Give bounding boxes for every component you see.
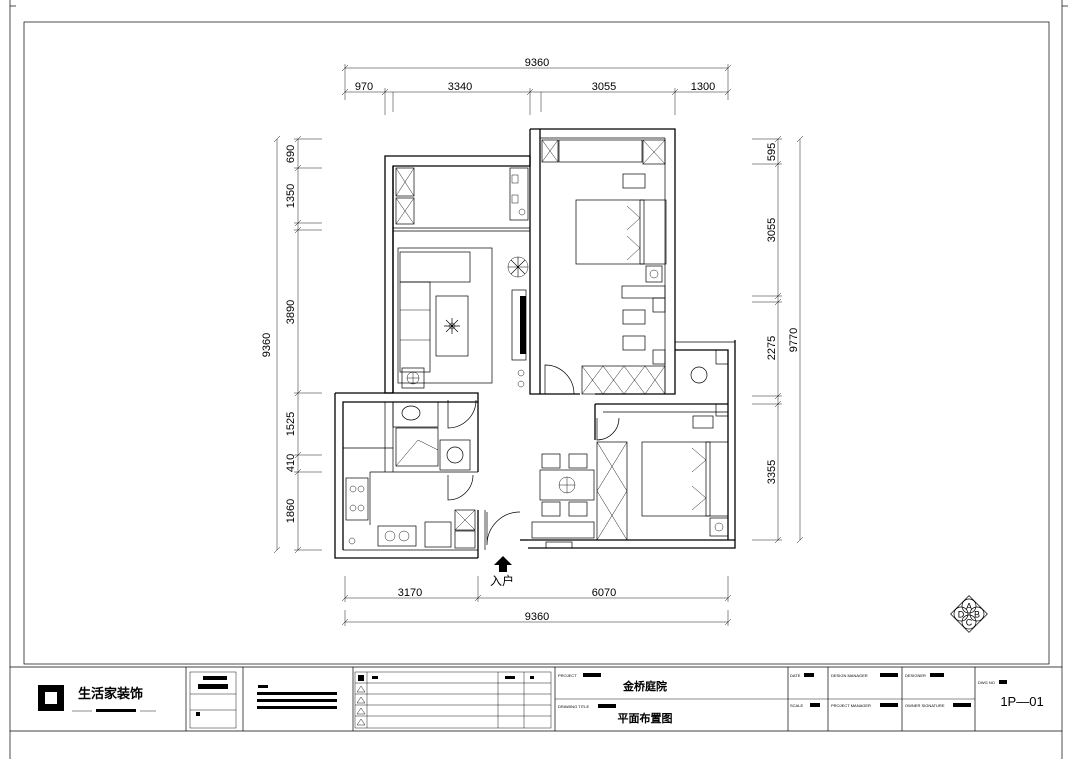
dim-right-total: 9770	[788, 328, 800, 352]
snowflake-icon	[444, 318, 460, 334]
entrance-marker: 入户	[490, 556, 514, 588]
bottom-dimensions: 3170 6070 9360	[341, 576, 732, 626]
small-room-fixtures	[690, 349, 729, 384]
compass-d: D	[958, 610, 965, 620]
section-marker-icon: A B C D	[950, 595, 988, 633]
dim-left-total: 9360	[261, 333, 273, 357]
revision-table	[354, 671, 552, 729]
label-project: PROJECT	[558, 673, 577, 678]
dim-top-3055: 3055	[592, 81, 616, 93]
dim-top-3340: 3340	[448, 81, 472, 93]
compass-c: C	[966, 618, 973, 628]
dim-left-410: 410	[285, 454, 297, 472]
label-drawing-title: DRAWING TITLE	[558, 704, 589, 709]
redacted-notes	[257, 685, 337, 709]
entrance-arrow-icon	[494, 556, 512, 572]
entrance-label: 入户	[490, 573, 514, 588]
dim-bottom-6070: 6070	[592, 587, 616, 599]
dim-bottom-3170: 3170	[398, 587, 422, 599]
dim-right-2275: 2275	[766, 336, 778, 360]
dim-right-3355: 3355	[766, 460, 778, 484]
dim-left-1525: 1525	[285, 412, 297, 436]
company-name: 生活家装饰	[78, 686, 143, 702]
dim-right-595: 595	[766, 143, 778, 161]
left-dimensions: 9360 690 1350 3890 1525 410 1860	[261, 135, 322, 554]
compass-b: B	[974, 610, 980, 620]
second-bedroom-furniture	[596, 403, 729, 541]
label-date: DATE	[790, 673, 801, 678]
balcony-fixtures	[395, 167, 529, 225]
doors	[447, 364, 620, 546]
label-design-manager: DESIGN MANAGER	[831, 673, 868, 678]
dim-top-total: 9360	[525, 57, 549, 69]
bathroom-kitchen-fixtures	[345, 401, 476, 549]
label-dwg-no: DWG NO	[978, 680, 995, 685]
title-block: 生活家装饰	[10, 666, 1062, 732]
drawing-number: 1P—01	[1000, 694, 1043, 709]
label-project-manager: PROJECT MANAGER	[831, 703, 871, 708]
dim-left-690: 690	[285, 145, 297, 163]
master-bedroom-furniture	[541, 139, 667, 395]
dim-top-1300: 1300	[691, 81, 715, 93]
walls	[334, 128, 736, 559]
dining-furniture	[531, 453, 595, 549]
dim-left-3890: 3890	[285, 300, 297, 324]
living-room-furniture	[397, 247, 529, 389]
dim-left-1350: 1350	[285, 184, 297, 208]
right-dimensions: 595 3055 2275 3355 9770	[752, 135, 804, 544]
top-dimensions: 9360 970 3340 3055 1300	[341, 57, 732, 115]
label-designer: DESIGNER	[905, 673, 926, 678]
compass-a: A	[966, 602, 972, 612]
label-scale: SCALE	[790, 703, 803, 708]
drawing-title: 平面布置图	[618, 711, 673, 725]
project-name: 金桥庭院	[622, 679, 667, 693]
dim-right-3055: 3055	[766, 218, 778, 242]
company-logo: 生活家装饰	[38, 685, 156, 712]
dim-top-970: 970	[355, 81, 373, 93]
approval-stamp-block	[189, 671, 237, 729]
dim-bottom-total: 9360	[525, 611, 549, 623]
label-owner-signature: OWNER SIGNATURE	[905, 703, 945, 708]
plant-icon	[507, 256, 529, 278]
dim-left-1860: 1860	[285, 499, 297, 523]
